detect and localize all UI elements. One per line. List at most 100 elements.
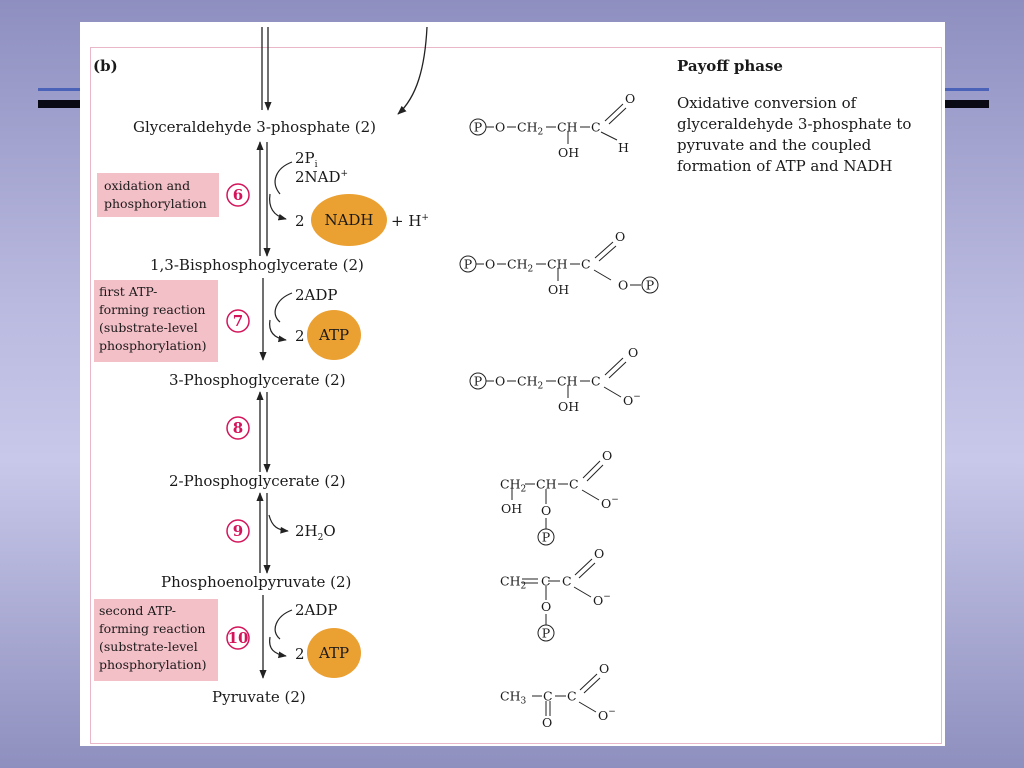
panel-label: (b) (93, 57, 118, 75)
pyr-ch3: CH3 (500, 689, 526, 707)
right-decor-line (945, 88, 989, 91)
description-line-2: glyceraldehyde 3-phosphate to (677, 115, 911, 133)
label-2pg: 2-Phosphoglycerate (2) (169, 472, 346, 490)
description-line-4: formation of ATP and NADH (677, 157, 892, 175)
label-pyruvate: Pyruvate (2) (212, 688, 306, 706)
pg2-ester-o: O (541, 503, 551, 518)
step7-description-box (94, 280, 218, 362)
atp-blob-step10 (307, 628, 361, 678)
bpg-carbonyl-o: O (615, 229, 625, 244)
pep-phosphate-p: P (542, 626, 550, 641)
cofactor-2adp-step10: 2ADP (295, 601, 338, 619)
phase-title: Payoff phase (677, 57, 783, 75)
label-3pg: 3-Phosphoglycerate (2) (169, 371, 346, 389)
step7-box-line-4: phosphorylation) (99, 338, 207, 353)
g3p-ch: CH (557, 120, 578, 135)
pg3-oh: OH (558, 399, 579, 414)
g3p-phosphate-p: P (474, 120, 482, 135)
description-line-3: pyruvate and the coupled (677, 136, 872, 154)
step10-cofactor-in-arc (274, 609, 293, 640)
bpg-anhydride-o: O (618, 278, 628, 293)
pep-ch2: CH2 (500, 574, 526, 592)
pg2-ch2: CH2 (500, 477, 526, 495)
step6-box-line-1: oxidation and (104, 178, 190, 193)
atp-label-step10: ATP (318, 644, 349, 662)
step6-cofactor-out-arc (269, 193, 287, 221)
pep-carboxylate-o: O− (593, 592, 611, 608)
bpg-ch: CH (547, 257, 568, 272)
step10-cofactor-out-arc (269, 636, 287, 659)
step6-number: 6 (233, 186, 243, 204)
step7-cofactor-out-arc (269, 319, 287, 343)
pg2-ch: CH (536, 477, 557, 492)
pg2-oh: OH (501, 501, 522, 516)
g3p-carbonyl-c: C (591, 120, 601, 135)
pyr-carbonyl-o: O (599, 661, 609, 676)
pyr-carboxyl-c: C (567, 689, 577, 704)
step7-box-line-3: (substrate-level (99, 320, 198, 335)
g3p-ch2: CH2 (517, 120, 543, 138)
step7-number: 7 (233, 312, 243, 330)
cofactor-2nad: 2NAD+ (295, 168, 348, 186)
pyr-keto-c: C (543, 689, 553, 704)
bpg-second-p: P (646, 278, 654, 293)
pg3-ch2: CH2 (517, 374, 543, 392)
pyr-keto-o: O (542, 715, 552, 730)
step10-description-box (94, 599, 218, 681)
pg2-carboxylate-o: O− (601, 495, 619, 511)
nadh-blob (311, 194, 387, 246)
left-decor-line (38, 88, 80, 91)
g3p-aldehyde-h: H (618, 140, 629, 155)
incoming-curved-arrow (397, 26, 428, 115)
step7-number-circle (226, 309, 250, 333)
step6-description-box (97, 173, 219, 217)
description-line-1: Oxidative conversion of (677, 94, 858, 112)
label-pep: Phosphoenolpyruvate (2) (161, 573, 351, 591)
step10-box-line-4: phosphorylation) (99, 657, 207, 672)
step8-number: 8 (233, 419, 243, 437)
step6-box-line-2: phosphorylation (104, 196, 207, 211)
pg3-carbonyl-o: O (628, 345, 638, 360)
bpg-ch2: CH2 (507, 257, 533, 275)
pg3-ester-o: O (495, 374, 505, 389)
cofactor-2pi: 2Pi (295, 149, 318, 170)
glycolysis-payoff-diagram: (b) Payoff phase Oxidative conversion of… (93, 26, 911, 730)
step9-water-arc (268, 514, 289, 534)
pep-carbonyl-o: O (594, 546, 604, 561)
atp-coefficient-step7: 2 (295, 327, 305, 345)
step10-number-circle (226, 626, 250, 650)
pg2-carbonyl-o: O (602, 448, 612, 463)
pg2-phosphate-p: P (542, 530, 550, 545)
pep-ester-o: O (541, 599, 551, 614)
step10-box-line-1: second ATP- (99, 603, 176, 618)
step6-cofactor-in-arc (274, 161, 293, 195)
g3p-ester-o: O (495, 120, 505, 135)
plus-h: + H+ (391, 212, 429, 230)
step10-number: 10 (228, 629, 249, 647)
label-g3p: Glyceraldehyde 3-phosphate (2) (133, 118, 376, 136)
step6-number-circle (226, 183, 250, 207)
step9-number-circle (226, 519, 250, 543)
g3p-carbonyl-o: O (625, 91, 635, 106)
step10-box-line-2: forming reaction (99, 621, 205, 636)
bpg-oh: OH (548, 282, 569, 297)
pg3-carboxylate-o: O− (623, 392, 641, 408)
nadh-coefficient: 2 (295, 212, 305, 230)
nadh-label: NADH (324, 211, 373, 229)
right-decor-bar (945, 100, 989, 108)
step7-cofactor-in-arc (274, 292, 293, 323)
label-bpg: 1,3-Bisphosphoglycerate (2) (150, 256, 364, 274)
bpg-phosphate-p: P (464, 257, 472, 272)
bpg-carbonyl-c: C (581, 257, 591, 272)
step7-box-line-1: first ATP- (99, 284, 157, 299)
left-decor-bar (38, 100, 80, 108)
pyr-carboxylate-o: O− (598, 707, 616, 723)
atp-coefficient-step10: 2 (295, 645, 305, 663)
pep-central-c: C (541, 574, 551, 589)
pg3-phosphate-p: P (474, 374, 482, 389)
pep-carboxyl-c: C (562, 574, 572, 589)
bpg-ester-o: O (485, 257, 495, 272)
cofactor-2adp-step7: 2ADP (295, 286, 338, 304)
pg3-carboxyl-c: C (591, 374, 601, 389)
atp-label-step7: ATP (318, 326, 349, 344)
